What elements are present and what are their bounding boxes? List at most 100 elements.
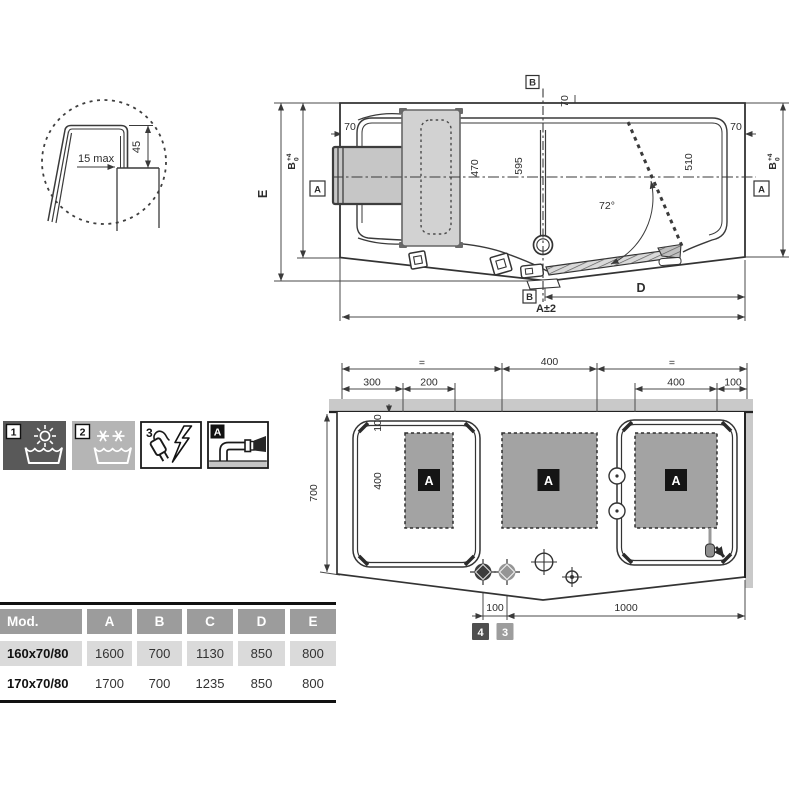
svg-text:0: 0 bbox=[294, 157, 301, 161]
value-cell: 1235 bbox=[187, 671, 233, 696]
tub-inner-rim-2 bbox=[361, 122, 723, 236]
snowflakes-icon bbox=[97, 430, 125, 442]
legend3-number: 3 bbox=[146, 426, 153, 440]
value-cell: 850 bbox=[238, 641, 285, 666]
svg-text:B: B bbox=[767, 162, 779, 170]
door-hinge-wedge bbox=[657, 243, 682, 267]
bathtub-top-view: A A B B E B +4 0 B +4 0 70 70 70 470 595… bbox=[256, 74, 789, 321]
angle-arc bbox=[610, 180, 656, 265]
rim-funnel-top bbox=[357, 113, 402, 121]
dim-eq-left: = bbox=[419, 357, 425, 369]
tub-inner-rim bbox=[356, 117, 728, 272]
dim-200: 200 bbox=[420, 377, 438, 389]
dim-d-label: D bbox=[636, 281, 645, 295]
col-header-a: A bbox=[87, 609, 132, 634]
value-cell: 1600 bbox=[87, 641, 132, 666]
dim-a2-label: A±2 bbox=[536, 303, 556, 315]
svg-text:A: A bbox=[314, 185, 321, 196]
section-marker-b-top: B bbox=[525, 74, 540, 90]
dim-v100: 100 bbox=[372, 414, 384, 432]
control-panel bbox=[519, 263, 545, 279]
drain-symbol-3 bbox=[494, 559, 520, 585]
wall-right bbox=[745, 412, 753, 588]
value-cell: 850 bbox=[238, 671, 285, 696]
legend2-number-badge: 2 bbox=[74, 423, 91, 440]
value-cell: 800 bbox=[290, 641, 336, 666]
col-header-b: B bbox=[137, 609, 182, 634]
dim-15max-label: 15 max bbox=[78, 153, 115, 165]
svg-text:A: A bbox=[758, 185, 765, 196]
spec-table: Mod. A B C D E 160x70/80 1600 700 1130 8… bbox=[0, 602, 336, 703]
dim-70-right: 70 bbox=[730, 121, 742, 133]
dim-400-top: 400 bbox=[541, 356, 559, 368]
model-cell: 160x70/80 bbox=[0, 641, 82, 666]
dim-595: 595 bbox=[513, 157, 525, 175]
dim-700: 700 bbox=[308, 484, 320, 502]
section-marker-a-left: A bbox=[309, 180, 326, 197]
jet-nozzle-2 bbox=[489, 252, 513, 276]
legend4-letter-badge: A bbox=[210, 424, 225, 439]
jet-nozzle-1 bbox=[408, 250, 428, 270]
table-header-row: Mod. A B C D E bbox=[0, 609, 336, 634]
dim-70-top: 70 bbox=[559, 95, 571, 107]
col-header-c: C bbox=[187, 609, 233, 634]
svg-text:A: A bbox=[671, 474, 680, 488]
col-header-d: D bbox=[238, 609, 285, 634]
water-basin-icon bbox=[24, 447, 63, 464]
value-cell: 1700 bbox=[87, 671, 132, 696]
legend-item-electrical: 3 bbox=[140, 421, 202, 469]
table-top-rule bbox=[0, 602, 336, 605]
legend-item-cold-water: 2 bbox=[72, 421, 135, 470]
detail-dimensions bbox=[77, 125, 153, 171]
svg-text:B: B bbox=[526, 292, 533, 303]
value-cell: 800 bbox=[290, 671, 336, 696]
dim-angle: 72° bbox=[599, 200, 615, 212]
col-header-e: E bbox=[290, 609, 336, 634]
svg-text:+4: +4 bbox=[286, 153, 293, 161]
detail-circle bbox=[41, 99, 167, 225]
wall-top bbox=[329, 399, 753, 412]
crosshair-symbol-large bbox=[531, 549, 557, 575]
value-cell: 700 bbox=[137, 641, 182, 666]
svg-text:B: B bbox=[529, 78, 536, 89]
pad-badge-2: A bbox=[537, 469, 560, 491]
drain-pipe-icon bbox=[209, 436, 267, 467]
table-bottom-rule bbox=[0, 700, 336, 703]
svg-text:A: A bbox=[424, 474, 433, 488]
cable-fitting bbox=[705, 528, 726, 558]
dim-b-tol-left: B +4 0 bbox=[286, 153, 301, 170]
svg-text:3: 3 bbox=[502, 627, 508, 639]
model-cell: 170x70/80 bbox=[0, 671, 82, 696]
svg-text:A: A bbox=[214, 426, 222, 438]
lightning-bolt-icon bbox=[171, 425, 193, 463]
dim-1000: 1000 bbox=[614, 602, 638, 614]
water-basin-icon bbox=[93, 447, 132, 464]
dim-100-bottom: 100 bbox=[486, 602, 504, 614]
install-badge-3: 3 bbox=[496, 623, 514, 640]
sun-icon bbox=[34, 425, 56, 447]
dim-470: 470 bbox=[469, 159, 481, 177]
dim-70-left: 70 bbox=[344, 121, 356, 133]
dim-300: 300 bbox=[363, 377, 381, 389]
svg-text:2: 2 bbox=[80, 426, 86, 438]
rim-profile bbox=[47, 124, 160, 231]
drain-symbol-4 bbox=[470, 559, 496, 585]
dim-100-right: 100 bbox=[724, 377, 742, 389]
rim-funnel-bottom bbox=[357, 237, 402, 245]
table-row: 160x70/80 1600 700 1130 850 800 bbox=[0, 641, 336, 666]
dim-eq-right: = bbox=[669, 357, 675, 369]
water-connection-circles bbox=[608, 467, 626, 520]
section-marker-b-bottom: B bbox=[522, 289, 537, 304]
col-header-mod: Mod. bbox=[0, 609, 82, 634]
rim-detail-callout: 15 max 45 bbox=[41, 99, 167, 231]
legend-item-warm-water: 1 bbox=[3, 421, 66, 470]
electrical-plug-icon bbox=[149, 430, 170, 462]
bathtub-installation-view: A A A bbox=[308, 356, 753, 640]
value-cell: 1130 bbox=[187, 641, 233, 666]
svg-text:B: B bbox=[286, 162, 298, 170]
crosshair-symbol-small bbox=[562, 567, 582, 587]
overflow-column bbox=[539, 130, 547, 236]
svg-text:A: A bbox=[544, 474, 553, 488]
legend-item-drain: A bbox=[207, 421, 269, 469]
